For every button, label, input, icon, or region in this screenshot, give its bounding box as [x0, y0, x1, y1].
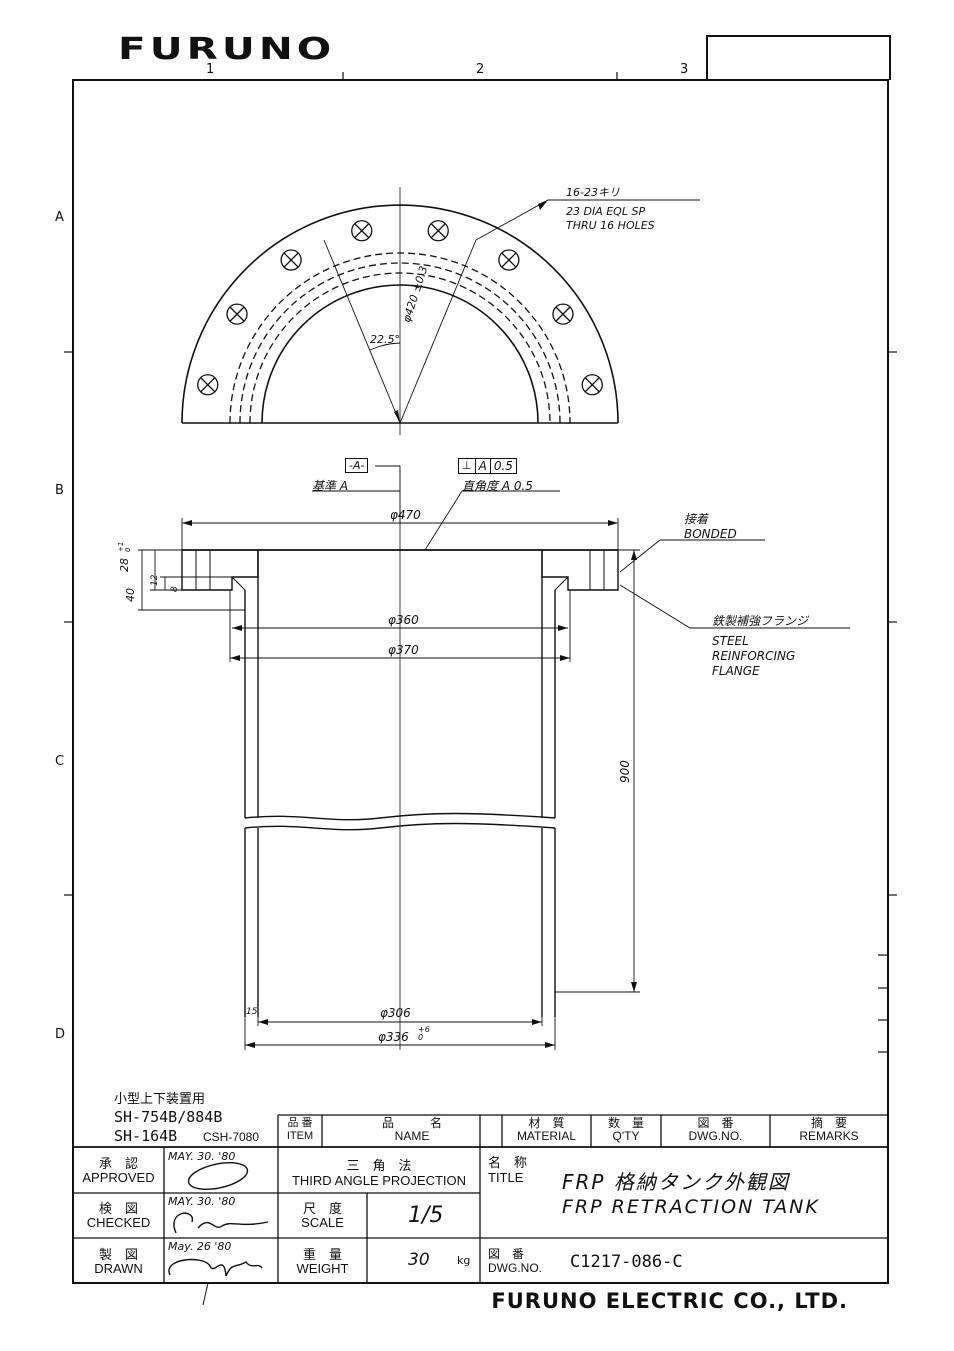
- bolt-hole-cross: [354, 223, 370, 239]
- holes-note-dia: 23 DIA EQL SP: [566, 205, 646, 218]
- flange-en-1: STEEL: [712, 634, 749, 648]
- zone-2: 2: [476, 62, 485, 77]
- dimension-lines: [138, 465, 850, 1050]
- bolt-hole-cross: [430, 223, 446, 239]
- arrowheads: [182, 200, 637, 1048]
- bolt-hole-cross: [229, 306, 245, 322]
- zone-3: 3: [680, 62, 689, 77]
- bonded-en: BONDED: [684, 527, 737, 541]
- dim-336: φ336: [378, 1030, 409, 1044]
- weight-value: 30: [408, 1250, 430, 1270]
- title-block-lines: [73, 1114, 888, 1306]
- dim-470: φ470: [390, 508, 421, 522]
- furuno-logo: FURUNO: [118, 32, 336, 67]
- bolt-hole: [498, 249, 520, 271]
- company-name: FURUNO ELECTRIC CO., LTD.: [491, 1289, 848, 1313]
- bolt-holes: [197, 220, 603, 396]
- perpendicularity-label: 直角度 A 0.5: [462, 479, 533, 493]
- zone-b: B: [55, 483, 64, 498]
- model-3: CSH-7080: [203, 1130, 260, 1144]
- drawing-title-jp: FRP 格納タンク外観図: [562, 1170, 790, 1194]
- perpendicularity-box: ⊥ A 0.5: [458, 458, 517, 474]
- zone-1: 1: [206, 62, 215, 77]
- applicable-heading: 小型上下装置用: [114, 1092, 206, 1107]
- dim-12: 12: [150, 574, 160, 586]
- dim-900: 900: [618, 760, 632, 783]
- checked-date: MAY. 30. '80: [168, 1195, 236, 1208]
- dim-8: 8: [170, 586, 180, 592]
- holes-note-thru: THRU 16 HOLES: [566, 219, 655, 232]
- bonded-jp: 接着: [684, 512, 709, 526]
- dim-370: φ370: [388, 643, 419, 657]
- dim-306: φ306: [380, 1006, 411, 1020]
- bolt-hole: [351, 220, 373, 242]
- perpendicular-symbol: ⊥: [459, 459, 476, 473]
- weight-unit: kg: [457, 1254, 471, 1267]
- scale-value: 1/5: [408, 1203, 444, 1228]
- model-1: SH-754B/884B: [114, 1108, 223, 1126]
- approved-date: MAY. 30. '80: [168, 1150, 236, 1163]
- side-view: [181, 470, 619, 1050]
- dim-15: 15: [246, 1007, 258, 1017]
- bolt-hole: [581, 374, 603, 396]
- signatures: [168, 1162, 269, 1277]
- dim-28: 28: [118, 558, 131, 572]
- drawing-number: C1217-086-C: [570, 1252, 683, 1272]
- bolt-hole: [427, 220, 449, 242]
- bolt-hole-cross: [200, 377, 216, 393]
- dim-40: 40: [124, 588, 137, 602]
- bolt-hole-cross: [501, 252, 517, 268]
- bolt-hole: [226, 303, 248, 325]
- zone-c: C: [55, 754, 65, 769]
- bolt-hole: [552, 303, 574, 325]
- drawn-date: May. 26 '80: [168, 1240, 232, 1253]
- zone-d: D: [55, 1027, 66, 1042]
- dim-360: φ360: [388, 613, 419, 627]
- holes-note-jp: 16-23キリ: [566, 186, 620, 199]
- bolt-hole-cross: [283, 252, 299, 268]
- flange-en-3: FLANGE: [712, 664, 760, 678]
- bolt-hole: [197, 374, 219, 396]
- zone-a: A: [55, 210, 64, 225]
- bolt-hole: [280, 249, 302, 271]
- drawing-title-en: FRP RETRACTION TANK: [562, 1196, 820, 1218]
- perpendicular-value: 0.5: [493, 459, 513, 473]
- datum-box: -A-: [345, 458, 369, 473]
- flange-en-2: REINFORCING: [712, 649, 796, 663]
- bolt-hole-cross: [584, 377, 600, 393]
- datum-label: 基準 A: [312, 479, 349, 493]
- bolt-hole-cross: [555, 306, 571, 322]
- flange-jp: 鉄製補強フランジ: [712, 614, 809, 628]
- dim-336-tol: +6 0: [418, 1025, 430, 1042]
- perpendicular-datum: A: [476, 459, 491, 473]
- model-2: SH-164B: [114, 1127, 178, 1145]
- angle-dim: 22.5°: [370, 333, 400, 346]
- dim-28-tol: +1 0: [117, 541, 132, 552]
